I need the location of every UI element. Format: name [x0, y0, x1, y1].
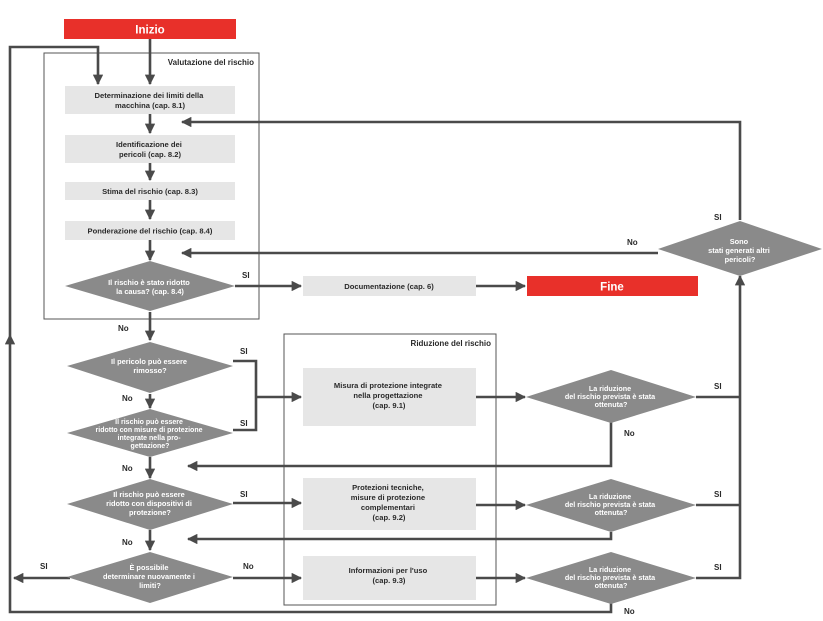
decision-rischio-dispositivi-label: Il rischio può essere ridotto con dispos…	[106, 490, 194, 517]
step-ponderazione: Ponderazione del rischio (cap. 8.4)	[65, 221, 235, 240]
step-misura-integrata: Misura di protezione integrate nella pro…	[303, 368, 476, 426]
arrow-riduzione-1-no	[186, 422, 613, 472]
decision-riduzione-3-label: La riduzione del rischio prevista è stat…	[565, 565, 657, 590]
label-no-nuovi-pericoli: No	[627, 238, 638, 247]
step-ponderazione-label: Ponderazione del rischio (cap. 8.4)	[88, 227, 213, 236]
decision-rischio-dispositivi: Il rischio può essere ridotto con dispos…	[67, 479, 233, 530]
decision-determinare-limiti-label: È possibile determinare nuovamente i lim…	[103, 563, 197, 590]
decision-riduzione-1-label: La riduzione del rischio prevista è stat…	[565, 384, 657, 409]
group-riduzione: Riduzione del rischio	[283, 333, 497, 606]
label-si-riduzione-2: SI	[714, 490, 722, 499]
step-identificazione: Identificazione dei pericoli (cap. 8.2)	[65, 135, 235, 163]
label-si-riduzione-3: SI	[714, 563, 722, 572]
decision-nuovi-pericoli-label: Sono stati generati altri pericoli?	[708, 237, 772, 264]
decision-rischio-progettazione: Il rischio può essere ridotto con misure…	[67, 409, 233, 457]
step-documentazione: Documentazione (cap. 6)	[303, 276, 476, 296]
step-documentazione-label: Documentazione (cap. 6)	[344, 282, 434, 291]
decision-riduzione-2: La riduzione del rischio prevista è stat…	[526, 479, 696, 532]
decision-rischio-ridotto-label: Il rischio è stato ridotto la causa? (ca…	[108, 278, 192, 296]
decision-rischio-ridotto: Il rischio è stato ridotto la causa? (ca…	[65, 261, 235, 311]
label-si-limiti: SI	[40, 562, 48, 571]
label-no-riduzione-1: No	[624, 429, 635, 438]
group-valutazione-label: Valutazione del rischio	[168, 58, 254, 67]
step-informazioni-uso-label: Informazioni per l'uso (cap. 9.3)	[349, 566, 430, 585]
label-si-riduzione-1: SI	[714, 382, 722, 391]
line-si-pericolo	[233, 359, 258, 397]
start-label: Inizio	[135, 25, 164, 37]
step-limiti: Determinazione dei limiti della macchina…	[65, 86, 235, 114]
step-protezioni-tecniche: Protezioni tecniche, misure di protezion…	[303, 478, 476, 530]
label-si-nuovi-pericoli: SI	[714, 213, 722, 222]
arrow-riduzione-3-no	[4, 333, 613, 614]
arrow-riduzioni-to-nuovi-pericoli	[696, 274, 746, 580]
start-node: Inizio	[64, 19, 236, 39]
label-no-dispositivi: No	[122, 538, 133, 547]
decision-nuovi-pericoli: Sono stati generati altri pericoli?	[658, 221, 822, 276]
decision-riduzione-3: La riduzione del rischio prevista è stat…	[526, 552, 696, 604]
step-stima-label: Stima del rischio (cap. 8.3)	[102, 187, 198, 196]
label-si-dispositivi: SI	[240, 490, 248, 499]
label-si-progettazione: SI	[240, 419, 248, 428]
connectors	[4, 38, 746, 614]
decision-pericolo-rimosso-label: Il pericolo può essere rimosso?	[111, 357, 189, 375]
decision-riduzione-2-label: La riduzione del rischio prevista è stat…	[565, 492, 657, 517]
label-si-pericolo: SI	[240, 347, 248, 356]
arrow-riduzione-2-no	[186, 532, 613, 545]
label-no-rischio-ridotto: No	[118, 324, 129, 333]
label-no-riduzione-3: No	[624, 607, 635, 616]
decision-riduzione-1: La riduzione del rischio prevista è stat…	[526, 370, 696, 423]
group-valutazione: Valutazione del rischio	[43, 52, 260, 320]
group-riduzione-label: Riduzione del rischio	[411, 339, 492, 348]
arrow-si-to-identificazione	[180, 116, 742, 220]
label-no-pericolo: No	[122, 394, 133, 403]
label-no-progettazione: No	[122, 464, 133, 473]
step-misura-integrata-label: Misura di protezione integrate nella pro…	[334, 381, 444, 410]
label-no-limiti: No	[243, 562, 254, 571]
decision-pericolo-rimosso: Il pericolo può essere rimosso?	[67, 342, 233, 393]
step-protezioni-tecniche-label: Protezioni tecniche, misure di protezion…	[351, 483, 427, 522]
label-si-documentazione: SI	[242, 271, 250, 280]
step-informazioni-uso: Informazioni per l'uso (cap. 9.3)	[303, 556, 476, 600]
end-node: Fine	[527, 276, 698, 296]
decision-determinare-limiti: È possibile determinare nuovamente i lim…	[67, 552, 233, 603]
end-label: Fine	[600, 282, 624, 294]
step-stima: Stima del rischio (cap. 8.3)	[65, 182, 235, 200]
line-si-progettazione	[233, 397, 258, 432]
step-identificazione-label: Identificazione dei pericoli (cap. 8.2)	[116, 140, 184, 159]
edge-labels: SI No SI No SI No SI No SI No SI No SI N…	[40, 213, 722, 616]
arrow-loop-to-limiti	[8, 45, 104, 335]
step-limiti-label: Determinazione dei limiti della macchina…	[95, 91, 206, 110]
decision-rischio-progettazione-label: Il rischio può essere ridotto con misure…	[96, 419, 205, 450]
